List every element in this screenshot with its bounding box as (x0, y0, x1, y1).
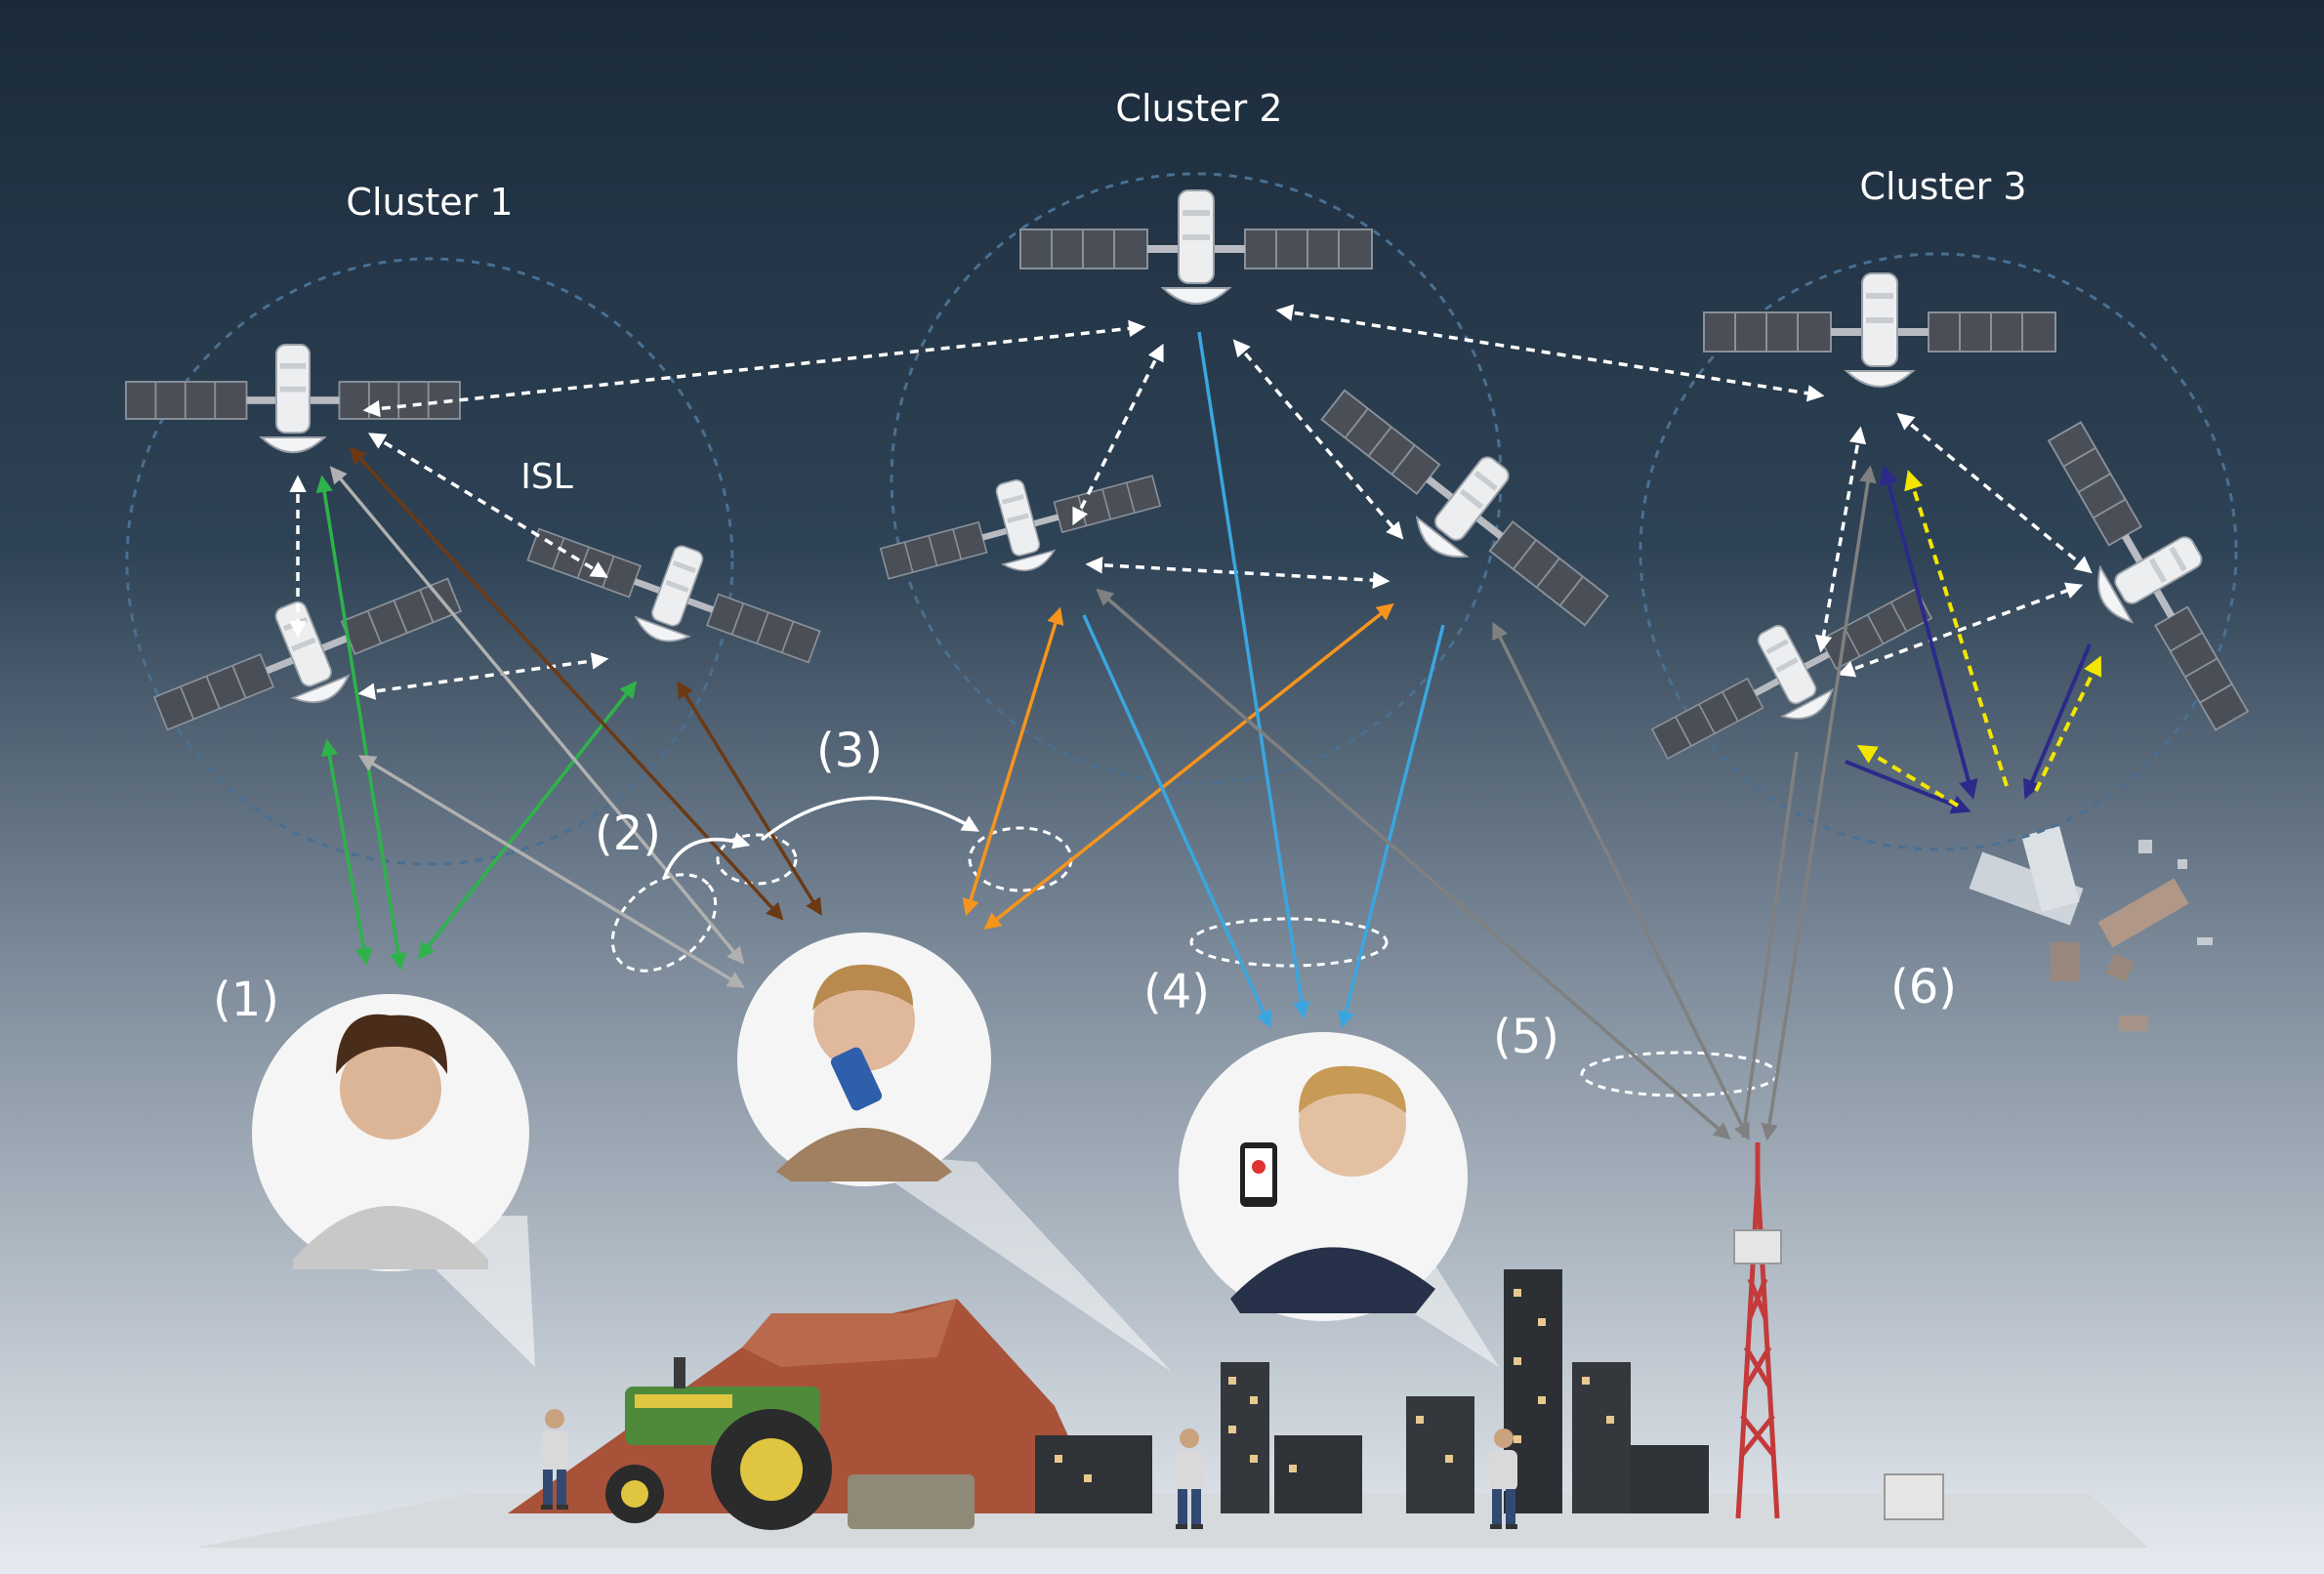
tractor-icon (605, 1357, 975, 1530)
scenario-label-6: (6) (1890, 960, 1957, 1015)
scenario-label-1: (1) (213, 973, 279, 1027)
cluster-2-label: Cluster 2 (1115, 87, 1282, 130)
scenario-label-3: (3) (816, 724, 883, 778)
building-icon (1035, 1269, 1709, 1513)
ground-scene (195, 1142, 2148, 1548)
scenario-label-2: (2) (595, 807, 661, 861)
links-scenario-6-navy (1845, 465, 2092, 814)
handover-arcs (662, 796, 980, 880)
isl-label: ISL (520, 457, 573, 497)
scenario-label-5: (5) (1493, 1010, 1559, 1064)
space-debris-icon (1969, 826, 2213, 1031)
links-scenario-5 (1096, 465, 1877, 1141)
user-portrait-2 (737, 932, 991, 1186)
user-portrait-1 (252, 994, 529, 1271)
user-portrait-3 (1179, 1032, 1468, 1321)
cluster-1-label: Cluster 1 (346, 181, 513, 224)
cluster-3-label: Cluster 3 (1859, 165, 2026, 208)
scenario-label-4: (4) (1143, 965, 1210, 1019)
cluster-ring-3 (1639, 252, 2238, 851)
links-scenario-6-yellow (1856, 470, 2102, 808)
